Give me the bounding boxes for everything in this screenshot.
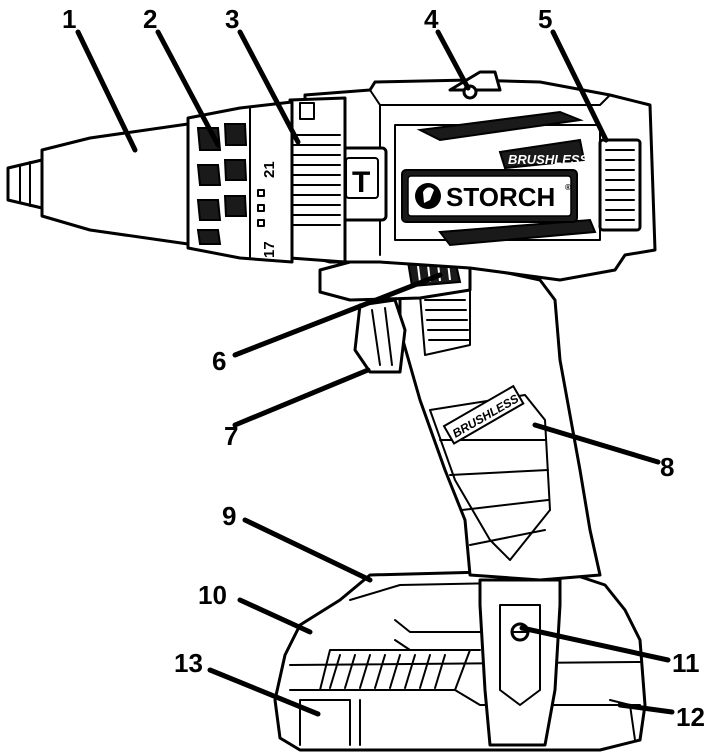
callout-4: 4 bbox=[424, 4, 439, 34]
callout-7: 7 bbox=[224, 421, 238, 451]
callout-9: 9 bbox=[222, 501, 236, 531]
brand-logo-plate: STORCH ® bbox=[401, 169, 578, 223]
trigger bbox=[353, 298, 407, 374]
t-logo: T bbox=[352, 166, 370, 199]
motor-housing: BRUSHLESS STORCH ® T bbox=[303, 70, 657, 282]
brand-name: STORCH bbox=[446, 182, 555, 212]
leader-lines bbox=[75, 29, 675, 717]
work-light bbox=[448, 70, 502, 100]
callout-2: 2 bbox=[143, 4, 157, 34]
housing-stripes bbox=[416, 110, 597, 247]
battery-pack bbox=[273, 568, 647, 752]
t-logo-badge: T bbox=[336, 146, 388, 222]
callout-3: 3 bbox=[225, 4, 239, 34]
callout-13: 13 bbox=[174, 648, 203, 678]
callout-1: 1 bbox=[62, 4, 76, 34]
callout-11: 11 bbox=[672, 648, 700, 678]
handle-grip: BRUSHLESS bbox=[398, 263, 602, 582]
top-badge: BRUSHLESS bbox=[498, 138, 589, 170]
torque-collar: 21 17 bbox=[186, 100, 294, 264]
callout-5: 5 bbox=[538, 4, 552, 34]
torque-label-bottom: 17 bbox=[261, 241, 278, 258]
callout-numbers: 1 2 3 4 5 6 7 8 9 10 11 12 13 bbox=[62, 4, 705, 732]
callout-10: 10 bbox=[198, 580, 227, 610]
mode-ring bbox=[288, 96, 347, 264]
belt-clip bbox=[478, 578, 562, 747]
callout-12: 12 bbox=[676, 702, 705, 732]
top-badge-text: BRUSHLESS bbox=[508, 152, 589, 167]
torque-label-top: 21 bbox=[261, 161, 278, 178]
callout-8: 8 bbox=[660, 452, 674, 482]
vent-grille bbox=[598, 138, 642, 232]
registered-mark: ® bbox=[565, 183, 571, 192]
battery-texture bbox=[319, 649, 471, 691]
mode-ring-ribs bbox=[291, 134, 341, 226]
keyless-chuck bbox=[6, 122, 190, 246]
callout-6: 6 bbox=[212, 346, 226, 376]
